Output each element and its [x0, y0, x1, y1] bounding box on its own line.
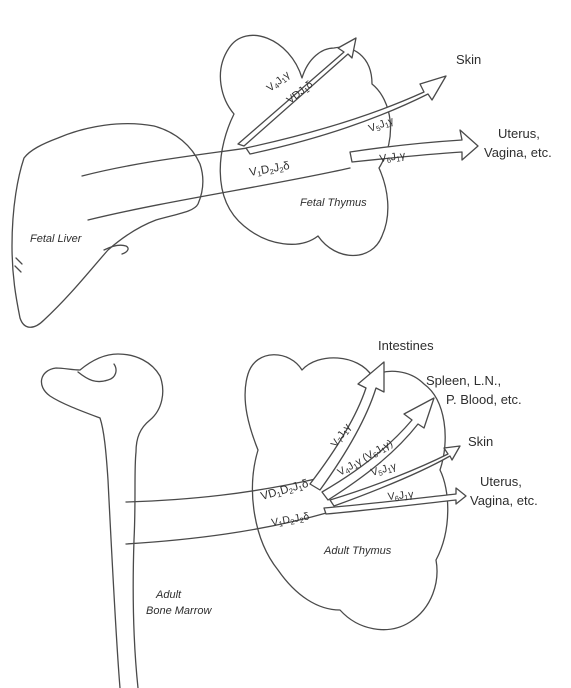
adult-destination-uterus-line2: Vagina, etc.	[470, 493, 538, 508]
adult-bone-marrow-label-line2: Bone Marrow	[146, 605, 212, 617]
adult-panel: V7J1γ V4J1γ (V6J1γ) V5J1γ V6J1γ VD1D2J1δ…	[41, 338, 537, 688]
adult-destination-spleen-line1: Spleen, L.N.,	[426, 373, 501, 388]
adult-bone-marrow-label-line1: Adult	[155, 589, 182, 601]
adult-thymus-label: Adult Thymus	[323, 545, 392, 557]
adult-bone-outline	[41, 354, 162, 688]
fetal-liver-label: Fetal Liver	[30, 233, 83, 245]
adult-destination-uterus-line1: Uterus,	[480, 474, 522, 489]
fetal-destination-uterus-line2: Vagina, etc.	[484, 145, 552, 160]
fetal-gene-label-main: V1D2J2δ	[248, 160, 290, 180]
adult-gene-label-main-upper: VD1D2J1δ	[260, 478, 311, 504]
fetal-thymus-label: Fetal Thymus	[300, 197, 367, 209]
adult-destination-skin: Skin	[468, 434, 493, 449]
fetal-gene-label-top-a: V4J1γ	[264, 69, 293, 96]
fetal-destination-skin: Skin	[456, 52, 481, 67]
adult-gene-label-main-lower: V1D2J2δ	[270, 510, 310, 529]
adult-destination-spleen-line2: P. Blood, etc.	[446, 392, 522, 407]
fetal-uterus-arrow	[350, 130, 478, 162]
fetal-panel: V4J1γ VDJ1δ V1D2J2δ V5J1γ V6J1γ Fetal Li…	[12, 35, 552, 327]
fetal-main-stream-lower-edge	[88, 168, 350, 220]
fetal-liver-outline	[12, 124, 203, 328]
fetal-gene-label-uterus-branch: V6J1γ	[379, 149, 407, 166]
fetal-destination-uterus-line1: Uterus,	[498, 126, 540, 141]
adult-destination-intestines: Intestines	[378, 338, 434, 353]
fetal-liver-edge-mark	[15, 258, 22, 272]
fetal-thymus-outline	[220, 35, 390, 255]
